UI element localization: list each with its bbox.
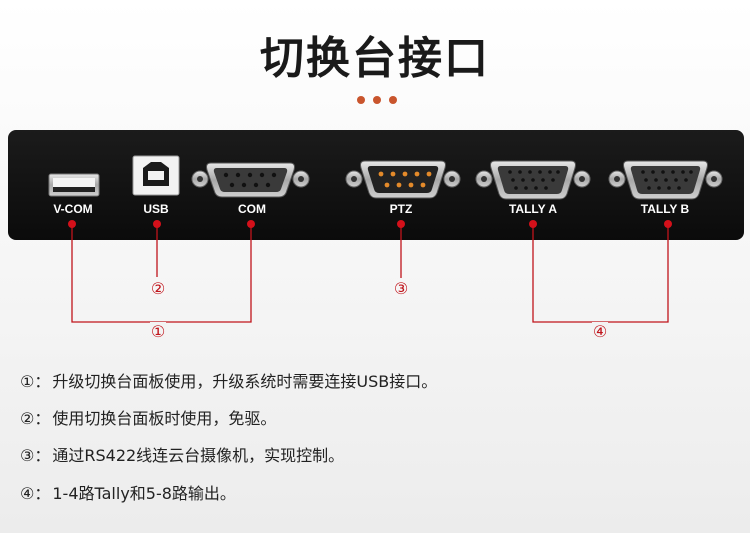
note-number: ③： xyxy=(20,446,51,465)
port-dot xyxy=(397,220,405,228)
db15-female-port-icon xyxy=(475,160,591,200)
port-label-tally-a: TALLY A xyxy=(509,202,557,216)
port-label-usb: USB xyxy=(143,202,169,216)
port-label-com: COM xyxy=(238,202,266,216)
marker-4: ④ xyxy=(593,322,607,341)
marker-1: ① xyxy=(151,322,165,341)
port-dot xyxy=(664,220,672,228)
marker-2: ② xyxy=(151,279,165,298)
marker-3: ③ xyxy=(394,279,408,298)
note-2: ②：使用切换台面板时使用，免驱。 xyxy=(20,405,276,429)
note-text: 通过RS422线连云台摄像机，实现控制。 xyxy=(52,446,345,465)
db9-male-port-icon xyxy=(345,160,461,199)
port-diagram: V-COM USB COM PTZ TALLY A TALLY B ② ③ ① … xyxy=(8,130,744,341)
note-text: 使用切换台面板时使用，免驱。 xyxy=(52,409,277,428)
page-title: 切换台接口 xyxy=(260,33,490,84)
port-label-vcom: V-COM xyxy=(53,202,92,216)
db15-female-port-icon xyxy=(608,160,723,200)
note-text: 升级切换台面板使用，升级系统时需要连接USB接口。 xyxy=(52,372,438,391)
port-label-ptz: PTZ xyxy=(390,202,413,216)
port-dot xyxy=(153,220,161,228)
dot xyxy=(373,96,381,104)
note-1: ①：升级切换台面板使用，升级系统时需要连接USB接口。 xyxy=(20,368,437,392)
note-number: ④： xyxy=(20,484,51,503)
note-number: ②： xyxy=(20,409,51,428)
dot xyxy=(357,96,365,104)
port-dot xyxy=(68,220,76,228)
dot xyxy=(389,96,397,104)
note-4: ④：1-4路Tally和5-8路输出。 xyxy=(20,480,236,504)
note-number: ①： xyxy=(20,372,51,391)
port-dot xyxy=(247,220,255,228)
port-dot xyxy=(529,220,537,228)
usb-a-port-icon xyxy=(48,173,100,197)
usb-b-port-icon xyxy=(132,155,180,196)
port-label-tally-b: TALLY B xyxy=(641,202,690,216)
note-text: 1-4路Tally和5-8路输出。 xyxy=(52,484,236,503)
db9-female-port-icon xyxy=(191,162,310,198)
note-3: ③：通过RS422线连云台摄像机，实现控制。 xyxy=(20,442,344,466)
decorative-dots xyxy=(357,96,397,104)
